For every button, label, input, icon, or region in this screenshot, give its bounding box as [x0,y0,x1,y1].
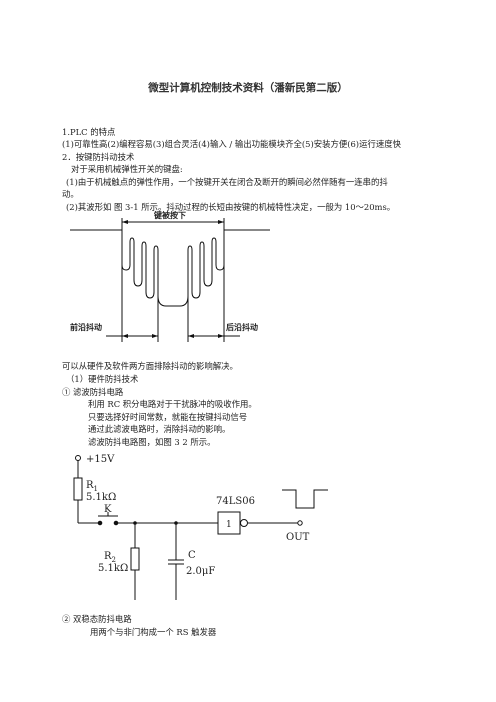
bounce-waveform-figure: 键被按下 前沿抖动 后沿抖动 [70,210,270,342]
capacitor-value: 2.0μF [186,566,215,577]
text-line: 1.PLC 的特点 [62,127,116,137]
r2-value: 5.1kΩ [98,563,128,574]
capacitor-label: C [188,550,196,561]
text-line: (2)其波形如 图 3-1 所示。抖动过程的长短由按键的机械特性决定，一般为 1… [66,202,396,212]
bounce-waveform [70,229,270,307]
ic-label: 74LS06 [216,496,255,507]
text-line: ① 滤波防抖电路 [62,387,124,397]
text-line: 用两个与非门构成一个 RS 触发器 [90,627,217,637]
key-pressed-label: 键被按下 [153,210,186,220]
text-line: 通过此滤波电路时，消除抖动的影响。 [88,424,231,434]
leading-bounce-label: 前沿抖动 [70,322,102,332]
out-terminal [297,520,303,526]
trailing-bounce-label: 后沿抖动 [226,322,258,332]
text-line: （1）硬件防抖技术 [66,374,139,384]
text-line: (1)由于机械触点的弹性作用，一个按键开关在闭合及断开的瞬间必然伴随有一连串的抖 [66,177,388,187]
rc-filter-circuit: +15V R1 5.1kΩ K R2 5.1kΩ C 2.0μF 74LS06 … [73,454,328,600]
text-line: (1)可靠性高(2)编程容易(3)组合灵活(4)输入 / 输出功能模块齐全(5)… [62,139,401,149]
text-line: 2．按键防抖动技术 [62,152,135,162]
text-line: 利用 RC 积分电路对于干扰脉冲的吸收作用。 [88,399,257,409]
document-title: 微型计算机控制技术资料（潘新民第二版） [148,82,348,94]
output-pulse [282,489,328,509]
text-line: 可以从硬件及软件两方面排除抖动的影响解决。 [62,361,238,371]
text-line: 滤波防抖电路图，如图 3 2 所示。 [88,437,216,447]
r1-resistor [73,477,83,501]
switch-label: K [104,504,112,515]
vcc-label: +15V [86,454,115,465]
r2-resistor [130,547,140,571]
r2-label: R2 [104,551,116,564]
vcc-terminal [75,455,81,461]
r1-value: 5.1kΩ [86,492,116,503]
text-line: 只要选择好时间常数，就能在按键抖动信号 [88,412,248,422]
text-line: ② 双稳态防抖电路 [62,614,132,624]
gate-label: 1 [226,520,232,530]
out-label: OUT [286,532,310,543]
text-line: 动。 [62,189,79,199]
text-line: 对于采用机械弹性开关的键盘: [71,164,183,174]
r1-label: R1 [86,480,98,493]
